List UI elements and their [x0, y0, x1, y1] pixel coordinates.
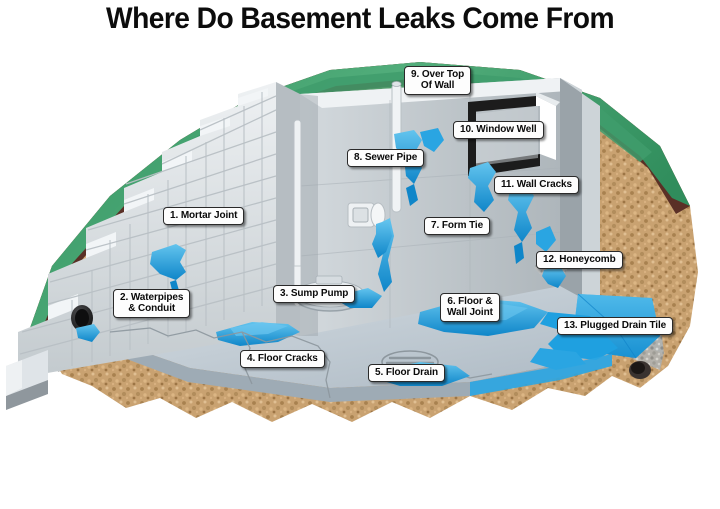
callout-8-sewer-pipe[interactable]: 8. Sewer Pipe: [347, 149, 425, 167]
callout-3-line1: 3. Sump Pump: [280, 288, 349, 299]
callout-1-line1: 1. Mortar Joint: [170, 210, 238, 221]
leak-honeycomb: [542, 266, 566, 288]
callout-5-line1: 5. Floor Drain: [375, 367, 439, 378]
callout-1-mortar-joint[interactable]: 1. Mortar Joint: [163, 207, 245, 225]
left-wall-face: [18, 82, 276, 378]
wall-pipe-penetration-icon: [71, 305, 93, 331]
callout-13-plugged-drain-tile[interactable]: 13. Plugged Drain Tile: [557, 317, 674, 335]
callout-13-line1: 13. Plugged Drain Tile: [564, 320, 667, 331]
callout-2-line1: 2. Waterpipes: [120, 292, 184, 303]
basement-leak-illustration: [0, 36, 720, 509]
left-wall-step-caps: [48, 88, 268, 320]
left-block-wall: [6, 82, 277, 410]
leak-window-well: [468, 162, 496, 212]
page-title: Where Do Basement Leaks Come From: [106, 2, 615, 35]
callout-10-window-well[interactable]: 10. Window Well: [453, 121, 544, 139]
callout-9-line1: 9. Over Top: [411, 69, 465, 80]
callout-12-line1: 12. Honeycomb: [543, 254, 616, 265]
callout-7-form-tie[interactable]: 7. Form Tie: [424, 217, 491, 235]
callout-6-line2: Wall Joint: [447, 307, 493, 318]
callout-8-line1: 8. Sewer Pipe: [354, 152, 418, 163]
sump-discharge-pipe: [293, 119, 302, 307]
leak-sewer-pipe: [372, 220, 392, 258]
callout-10-line1: 10. Window Well: [460, 124, 537, 135]
callout-6-floor-wall-joint[interactable]: 6. Floor & Wall Joint: [440, 293, 500, 322]
callout-9-line2: Of Wall: [420, 80, 455, 91]
perimeter-water: [470, 354, 612, 396]
callout-7-line1: 7. Form Tie: [431, 220, 484, 231]
callout-4-line1: 4. Floor Cracks: [247, 353, 318, 364]
callout-12-honeycomb[interactable]: 12. Honeycomb: [536, 251, 623, 269]
callout-11-wall-cracks[interactable]: 11. Wall Cracks: [494, 176, 579, 194]
wall-footing: [6, 350, 48, 410]
callout-2-line2: & Conduit: [128, 303, 176, 314]
callout-6-line1: 6. Floor &: [447, 296, 493, 307]
callout-3-sump-pump[interactable]: 3. Sump Pump: [273, 285, 356, 303]
sewer-pipe-cleanout-icon: [347, 202, 386, 228]
callout-9-over-top-of-wall[interactable]: 9. Over Top Of Wall: [404, 66, 472, 95]
leak-mortar-joint: [150, 244, 186, 280]
callout-5-floor-drain[interactable]: 5. Floor Drain: [368, 364, 446, 382]
callout-4-floor-cracks[interactable]: 4. Floor Cracks: [240, 350, 325, 368]
callout-2-waterpipes-conduit[interactable]: 2. Waterpipes & Conduit: [113, 289, 191, 318]
leak-wall-cracks: [508, 184, 534, 242]
leak-waterpipe: [76, 324, 100, 342]
callout-11-line1: 11. Wall Cracks: [501, 179, 572, 190]
